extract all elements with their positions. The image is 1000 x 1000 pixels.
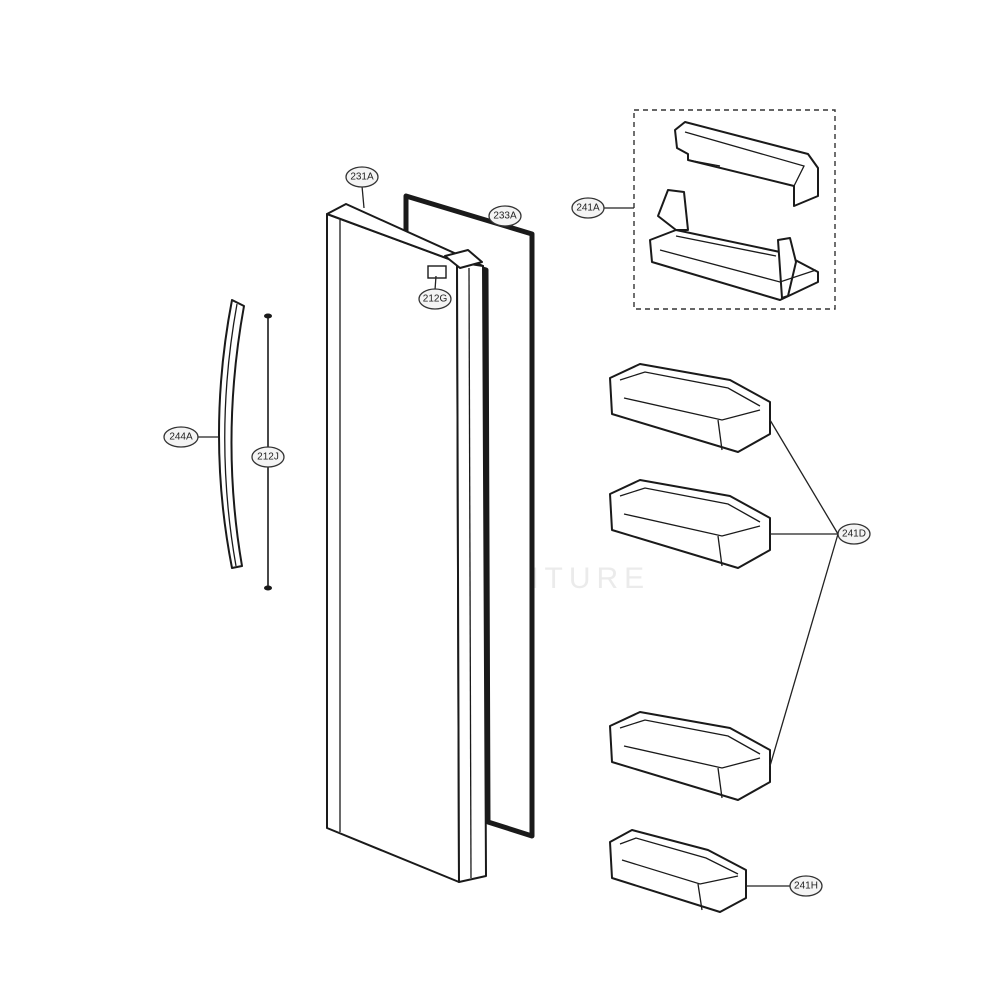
callout-label-212J: 212J (257, 452, 279, 463)
callout-244A: 244A (163, 426, 199, 448)
callout-231A: 231A (345, 166, 379, 188)
callout-241A: 241A (571, 197, 605, 219)
refrigerator-door (326, 203, 487, 883)
callout-241H: 241H (789, 875, 823, 897)
callout-label-241H: 241H (794, 881, 818, 892)
door-handle (218, 299, 245, 569)
callout-233A: 233A (488, 205, 522, 227)
door-bin-1 (609, 363, 771, 453)
door-bin-2 (609, 479, 771, 569)
callout-label-241A: 241A (576, 203, 600, 214)
callout-212J: 212J (251, 446, 285, 468)
callout-212G: 212G (418, 288, 452, 310)
door-sticker (427, 265, 447, 279)
callout-label-231A: 231A (350, 172, 374, 183)
bin-assembly-box (633, 109, 836, 310)
small-door-bin (609, 829, 747, 913)
callout-label-241D: 241D (842, 529, 866, 540)
bin-with-supports (649, 189, 819, 301)
bin-cover (674, 121, 819, 207)
callout-label-233A: 233A (493, 211, 517, 222)
door-bin-3 (609, 711, 771, 801)
callout-241D: 241D (837, 523, 871, 545)
callout-label-244A: 244A (169, 432, 193, 443)
callout-label-212G: 212G (423, 294, 448, 305)
